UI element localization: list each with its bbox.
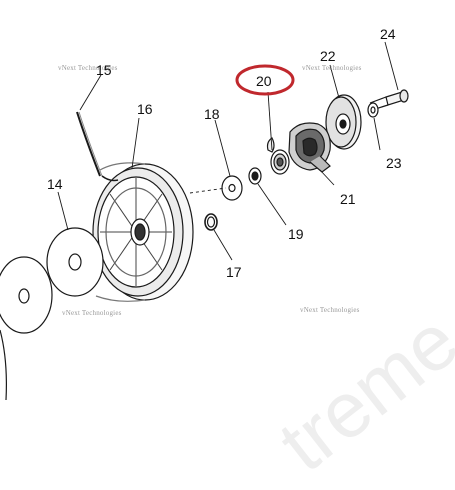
part-21-pawl-housing [288,122,331,173]
part-17-clip [204,213,218,231]
highlight-circle [235,64,295,96]
callout-20: 20 [256,73,272,89]
callout-18: 18 [204,106,220,122]
part-15-rope [76,111,119,182]
part-19-washer [248,167,262,185]
exploded-parts-diagram [0,41,409,401]
callout-19: 19 [288,226,304,242]
callout-15: 15 [96,62,112,78]
leader-lines [57,41,399,261]
callout-17: 17 [226,264,242,280]
part-24-bolt [369,89,409,111]
watermark-text: vNext Technologies [62,309,122,317]
watermark-text: vNext Technologies [302,64,362,72]
part-20-spring-assembly [266,137,290,175]
callout-14: 14 [47,176,63,192]
part-18-washer [221,175,243,201]
part-left-disc [0,256,53,401]
watermark-text: vNext Technologies [300,306,360,314]
part-22-disc [325,94,362,150]
callout-16: 16 [137,101,153,117]
part-23-washer [367,102,379,118]
callout-21: 21 [340,191,356,207]
callout-23: 23 [386,155,402,171]
watermark-text: vNext Technologies [58,64,118,72]
callout-24: 24 [380,26,396,42]
part-16-pulley [92,162,194,302]
part-14-plate [46,227,104,297]
callout-22: 22 [320,48,336,64]
